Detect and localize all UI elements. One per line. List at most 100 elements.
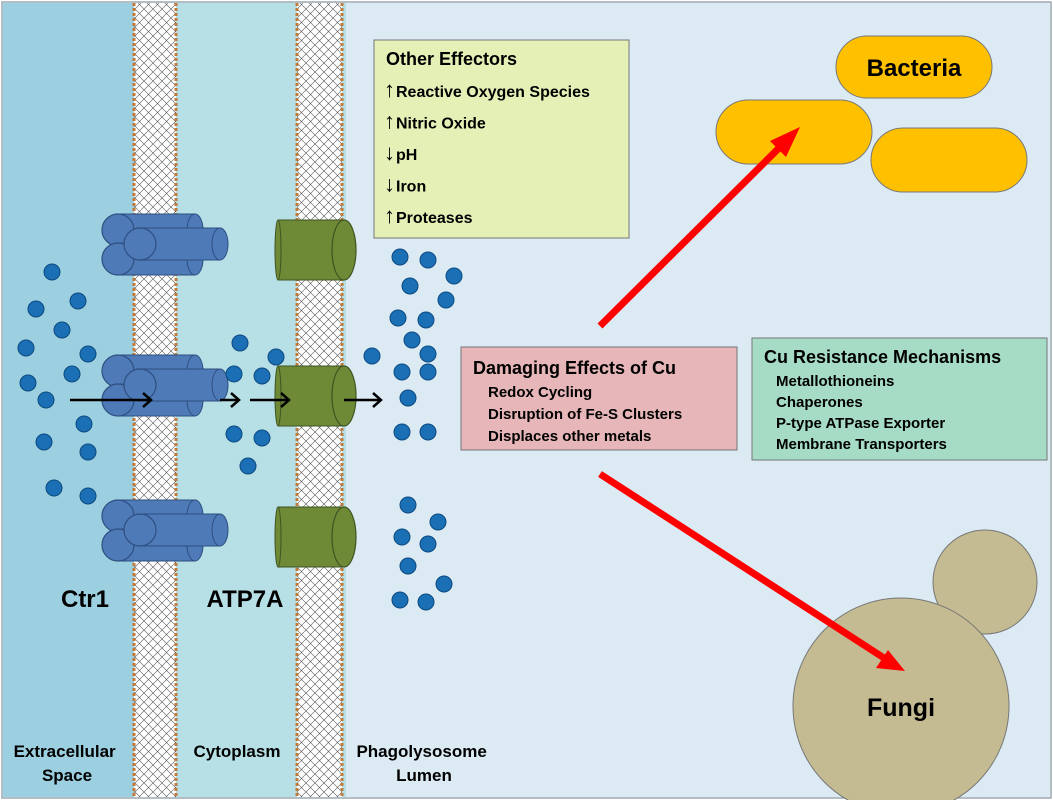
copper-ion (225, 365, 243, 383)
phagolysosome-line-1: Phagolysosome (356, 742, 486, 761)
phagolysosome-label: Phagolysosome Lumen (356, 742, 491, 785)
extracellular-line-1: Extracellular (14, 742, 116, 761)
copper-ion (429, 513, 447, 531)
copper-ion (419, 363, 437, 381)
transport-arrows (70, 392, 383, 408)
copper-ion (419, 423, 437, 441)
copper-ions (17, 248, 463, 611)
ctr1-transporters (101, 213, 229, 562)
resistance-item: P-type ATPase Exporter (776, 415, 945, 432)
resistance-item: Chaperones (776, 394, 863, 411)
effector-arrow: ↑ (384, 203, 395, 228)
copper-ion (63, 365, 81, 383)
effector-item: ↑Nitric Oxide (384, 109, 486, 134)
copper-ion (393, 363, 411, 381)
copper-ion (393, 528, 411, 546)
resistance-box: Cu Resistance Mechanisms Metallothionein… (751, 337, 1048, 461)
copper-ion (17, 339, 35, 357)
ctr1-transporter (101, 213, 229, 276)
effector-arrow: ↑ (384, 109, 395, 134)
arrow-to-bacteria (597, 142, 785, 329)
effector-arrow: ↓ (384, 140, 395, 165)
copper-ion (267, 348, 285, 366)
damaging-effects-title: Damaging Effects of Cu (473, 358, 676, 378)
effector-text: Reactive Oxygen Species (396, 84, 590, 101)
copper-ion (419, 535, 437, 553)
copper-ion (389, 309, 407, 327)
copper-ion (391, 591, 409, 609)
damage-item: Displaces other metals (488, 428, 651, 445)
atp7a-transporters (274, 219, 357, 568)
copper-ion (435, 575, 453, 593)
arrow-to-fungi (598, 471, 886, 661)
damage-item: Disruption of Fe-S Clusters (488, 406, 682, 423)
copper-ion (75, 415, 93, 433)
extracellular-line-2: Space (42, 766, 92, 785)
copper-ion (53, 321, 71, 339)
copper-ion (45, 479, 63, 497)
other-effectors-box: Other Effectors ↑Reactive Oxygen Species… (373, 39, 630, 239)
fungal-bud (932, 529, 1038, 635)
copper-ion (37, 391, 55, 409)
copper-ion (419, 251, 437, 269)
atp7a-transporter (274, 219, 357, 281)
atp7a-transporter (274, 506, 357, 568)
copper-ion (419, 345, 437, 363)
fungi-group: Fungi (792, 529, 1038, 800)
damage-item: Redox Cycling (488, 384, 592, 401)
ctr1-transporter (101, 499, 229, 562)
other-effectors-title: Other Effectors (386, 49, 517, 69)
copper-ion (79, 345, 97, 363)
copper-ion (225, 425, 243, 443)
copper-ion (69, 292, 87, 310)
copper-ion (253, 429, 271, 447)
effector-item: ↓Iron (384, 172, 426, 197)
copper-ion (417, 593, 435, 611)
copper-ion (445, 267, 463, 285)
resistance-title: Cu Resistance Mechanisms (764, 347, 1001, 367)
bacterium-top (835, 35, 993, 99)
copper-ion (417, 311, 435, 329)
extracellular-label: Extracellular Space (14, 742, 121, 785)
damaging-effects-box: Damaging Effects of Cu Redox CyclingDisr… (460, 346, 738, 451)
cytoplasm-label: Cytoplasm (194, 742, 281, 761)
copper-ion (43, 263, 61, 281)
effector-item: ↑Reactive Oxygen Species (384, 77, 590, 102)
copper-ion (253, 367, 271, 385)
copper-ion (27, 300, 45, 318)
effector-item: ↑Proteases (384, 203, 473, 228)
fungal-cell (792, 597, 1010, 800)
copper-ion (35, 433, 53, 451)
copper-ion (401, 277, 419, 295)
copper-ion (399, 557, 417, 575)
atp7a-label: ATP7A (207, 586, 284, 613)
copper-ion (79, 443, 97, 461)
bacteria-label: Bacteria (867, 55, 962, 82)
copper-ion (403, 331, 421, 349)
effector-text: Proteases (396, 210, 473, 227)
resistance-item: Metallothioneins (776, 373, 894, 390)
effector-text: Iron (396, 179, 426, 196)
bacterium-right (870, 127, 1028, 193)
effector-arrow: ↑ (384, 77, 395, 102)
copper-ion (399, 496, 417, 514)
copper-ion (231, 334, 249, 352)
bacteria-group: Bacteria (715, 35, 1028, 193)
copper-ion (393, 423, 411, 441)
resistance-item: Membrane Transporters (776, 436, 947, 453)
copper-ion (437, 291, 455, 309)
copper-ion (363, 347, 381, 365)
effector-text: pH (396, 147, 417, 164)
effector-arrow: ↓ (384, 172, 395, 197)
ctr1-label: Ctr1 (61, 586, 109, 613)
effector-text: Nitric Oxide (396, 116, 486, 133)
copper-ion (79, 487, 97, 505)
effector-item: ↓pH (384, 140, 417, 165)
copper-ion (391, 248, 409, 266)
copper-ion (19, 374, 37, 392)
red-arrows (597, 127, 905, 671)
ctr1-transporter (101, 354, 229, 417)
